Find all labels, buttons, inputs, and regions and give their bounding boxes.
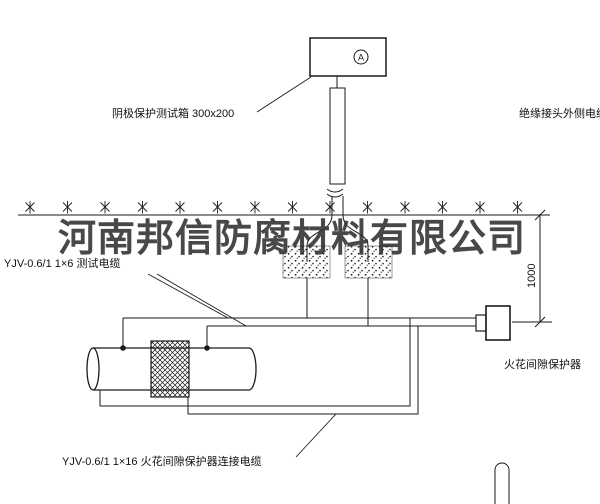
cable-terminal-left (120, 345, 126, 351)
label-test-box: 阴极保护测试箱 300x200 (112, 108, 235, 120)
pipeline (86, 340, 257, 398)
label-spark-protector: 火花间隙保护器 (504, 359, 581, 371)
anode-blocks (282, 245, 393, 326)
leader-test-cable-2 (156, 273, 247, 327)
insulating-joint (150, 340, 190, 398)
ground-hatch-marks (25, 201, 523, 214)
leader-spark-cable (295, 413, 337, 458)
leader-test-box (256, 76, 312, 113)
pipe-right-cap (248, 347, 257, 391)
break-symbol (326, 188, 344, 193)
label-spark-cable: YJV-0.6/1 1×16 火花间隙保护器连接电缆 (62, 456, 262, 468)
riser-casing (306, 76, 369, 247)
ammeter-letter: A (358, 53, 364, 63)
label-outer-cable: 绝缘接头外侧电缆 (519, 108, 600, 120)
spark-gap-cables (99, 318, 419, 415)
dimension-tick-bottom (534, 316, 546, 328)
dimension-1000 (512, 209, 552, 328)
leader-test-cable-1 (147, 273, 229, 319)
dimension-text-1000: 1000 (526, 263, 538, 288)
spark-gap-protector (475, 305, 511, 341)
company-watermark: 河南邦信防腐材料有限公司 (58, 218, 527, 260)
test-box: A (309, 37, 387, 77)
label-test-cable: YJV-0.6/1 1×6 测试电缆 (4, 258, 121, 270)
test-cable-runs (122, 317, 476, 348)
dimension-tick-top (534, 209, 546, 221)
leader-lines (147, 76, 337, 458)
pipe-left-cap (86, 347, 100, 391)
cable-terminal-right (204, 345, 210, 351)
pipe-stub-symbol (494, 462, 510, 504)
ammeter-symbol: A (353, 49, 369, 65)
